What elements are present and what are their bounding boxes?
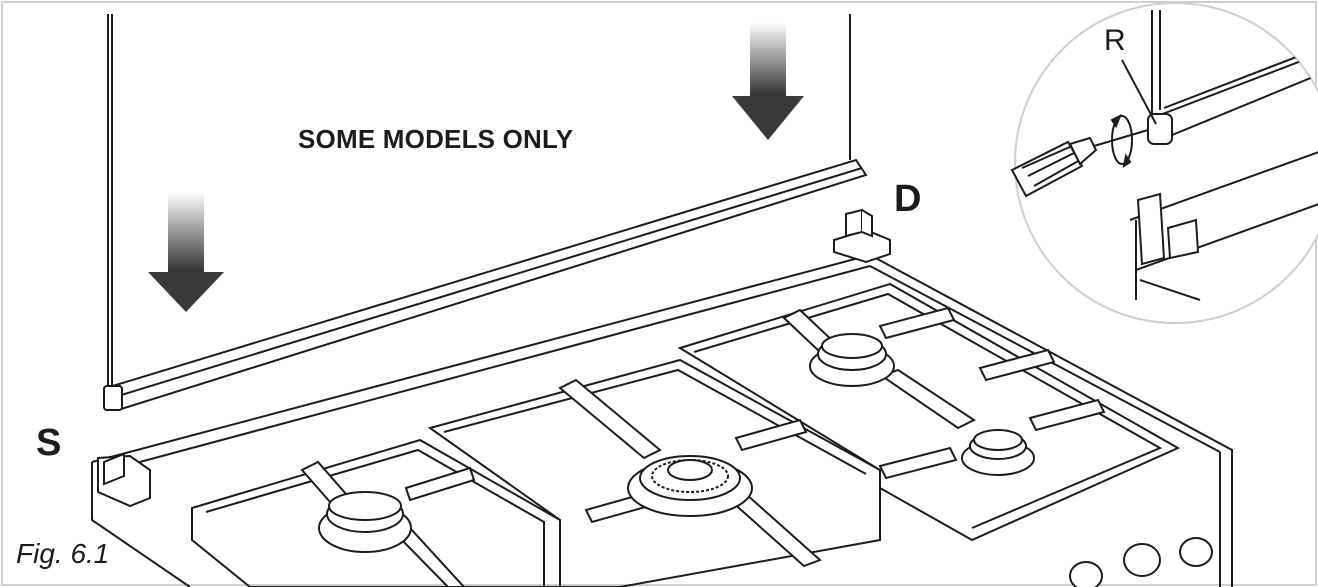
control-knobs <box>1069 537 1213 587</box>
figure-label: Fig. 6.1 <box>16 538 110 569</box>
rotation-icon <box>1110 113 1133 169</box>
glass-lid <box>103 14 868 412</box>
down-arrow-icon <box>148 192 224 312</box>
left-side-label: S <box>36 422 62 464</box>
burner-left <box>318 491 412 553</box>
left-hinge <box>97 452 151 508</box>
instruction-caption: SOME MODELS ONLY <box>298 124 574 154</box>
detail-inset <box>1010 2 1318 324</box>
detail-part-label: R <box>1104 24 1126 57</box>
burner-rear-right <box>809 333 895 387</box>
right-side-label: D <box>894 178 922 220</box>
down-arrow-icon <box>732 22 804 140</box>
burner-front-right <box>961 429 1035 476</box>
burner-center <box>627 455 753 517</box>
right-hinge <box>833 208 891 264</box>
screwdriver-icon <box>1010 129 1149 198</box>
callout-line <box>1121 59 1157 125</box>
